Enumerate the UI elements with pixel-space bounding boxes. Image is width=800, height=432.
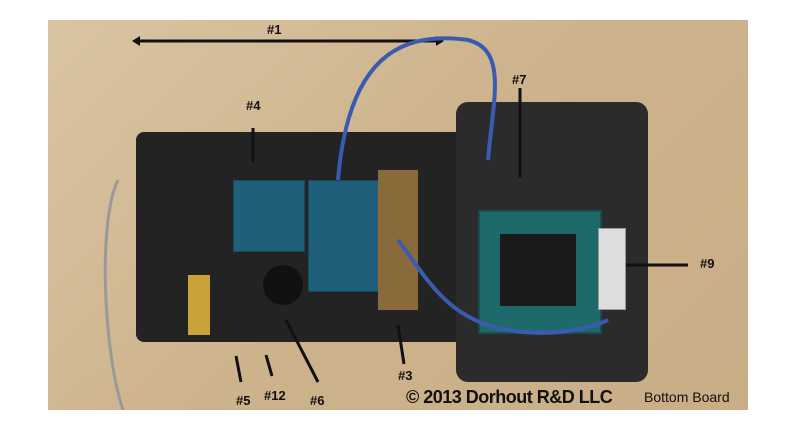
battery [263, 265, 303, 305]
rfid-center [500, 234, 576, 306]
copyright-watermark: © 2013 Dorhout R&D LLC [406, 387, 613, 407]
label-9: #9 [700, 256, 715, 271]
circuit-board-left [233, 180, 305, 252]
annotation-overlay [103, 36, 688, 410]
label-6: #6 [310, 393, 325, 408]
label-5: #5 [236, 393, 251, 408]
caption: Bottom Board [644, 389, 730, 405]
brass-valve [188, 275, 210, 335]
blue-cable [336, 36, 497, 181]
label-4: #4 [246, 98, 261, 113]
connector-block [598, 228, 626, 310]
label-3: #3 [398, 368, 413, 383]
label-1: #1 [267, 22, 282, 37]
label-12: #12 [264, 388, 286, 403]
label-7: #7 [512, 72, 527, 87]
photo-background [48, 20, 748, 410]
